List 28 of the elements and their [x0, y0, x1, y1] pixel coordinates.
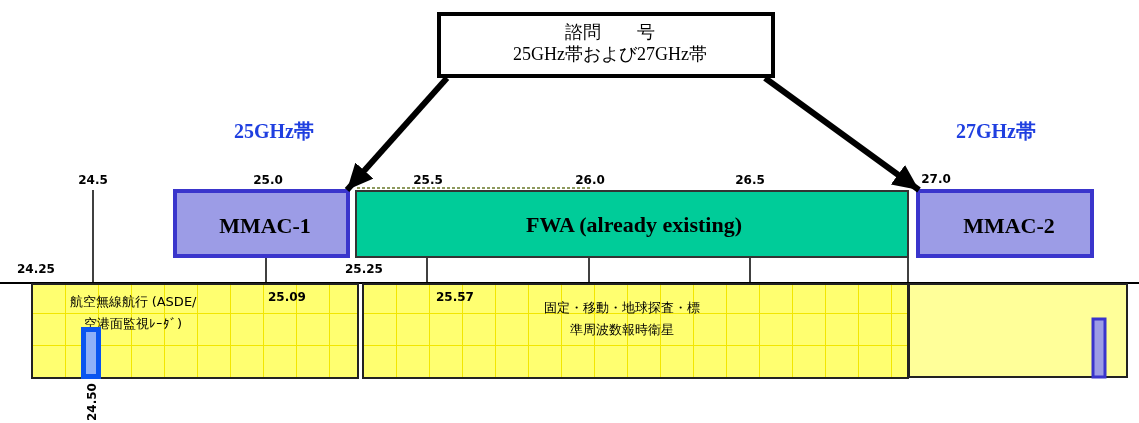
arrow [344, 76, 450, 192]
frequency-label: 25.25 [345, 262, 383, 276]
allocation-band [908, 283, 1128, 378]
allocation-band [31, 283, 359, 379]
band-title: 27GHz帯 [956, 119, 1036, 144]
request-box [437, 12, 775, 78]
frequency-label: 24.50 [85, 383, 99, 421]
band-box [355, 190, 909, 258]
frequency-label: 26.0 [575, 173, 605, 187]
arrow [763, 75, 921, 193]
band-title: 25GHz帯 [234, 119, 314, 144]
allocation-band [362, 283, 909, 379]
box-label: MMAC-1 [219, 213, 311, 239]
frequency-label: 25.09 [268, 290, 306, 304]
frequency-label: 24.25 [17, 262, 55, 276]
box-label: MMAC-2 [963, 213, 1055, 239]
frequency-label: 25.5 [413, 173, 443, 187]
heading: 諮問 号 [565, 21, 655, 44]
box-label: 25GHz帯および27GHz帯 [513, 43, 707, 66]
service-name: 固定・移動・地球探査・標準周波数報時衛星 [544, 299, 700, 339]
frequency-label: 26.5 [735, 173, 765, 187]
band-box [916, 189, 1094, 258]
box-label: FWA (already existing) [526, 212, 742, 238]
frequency-label: 25.57 [436, 290, 474, 304]
frequency-label: 24.5 [78, 173, 108, 187]
band-box [173, 189, 350, 258]
frequency-label: 27.0 [921, 172, 951, 186]
frequency-label: 25.0 [253, 173, 283, 187]
